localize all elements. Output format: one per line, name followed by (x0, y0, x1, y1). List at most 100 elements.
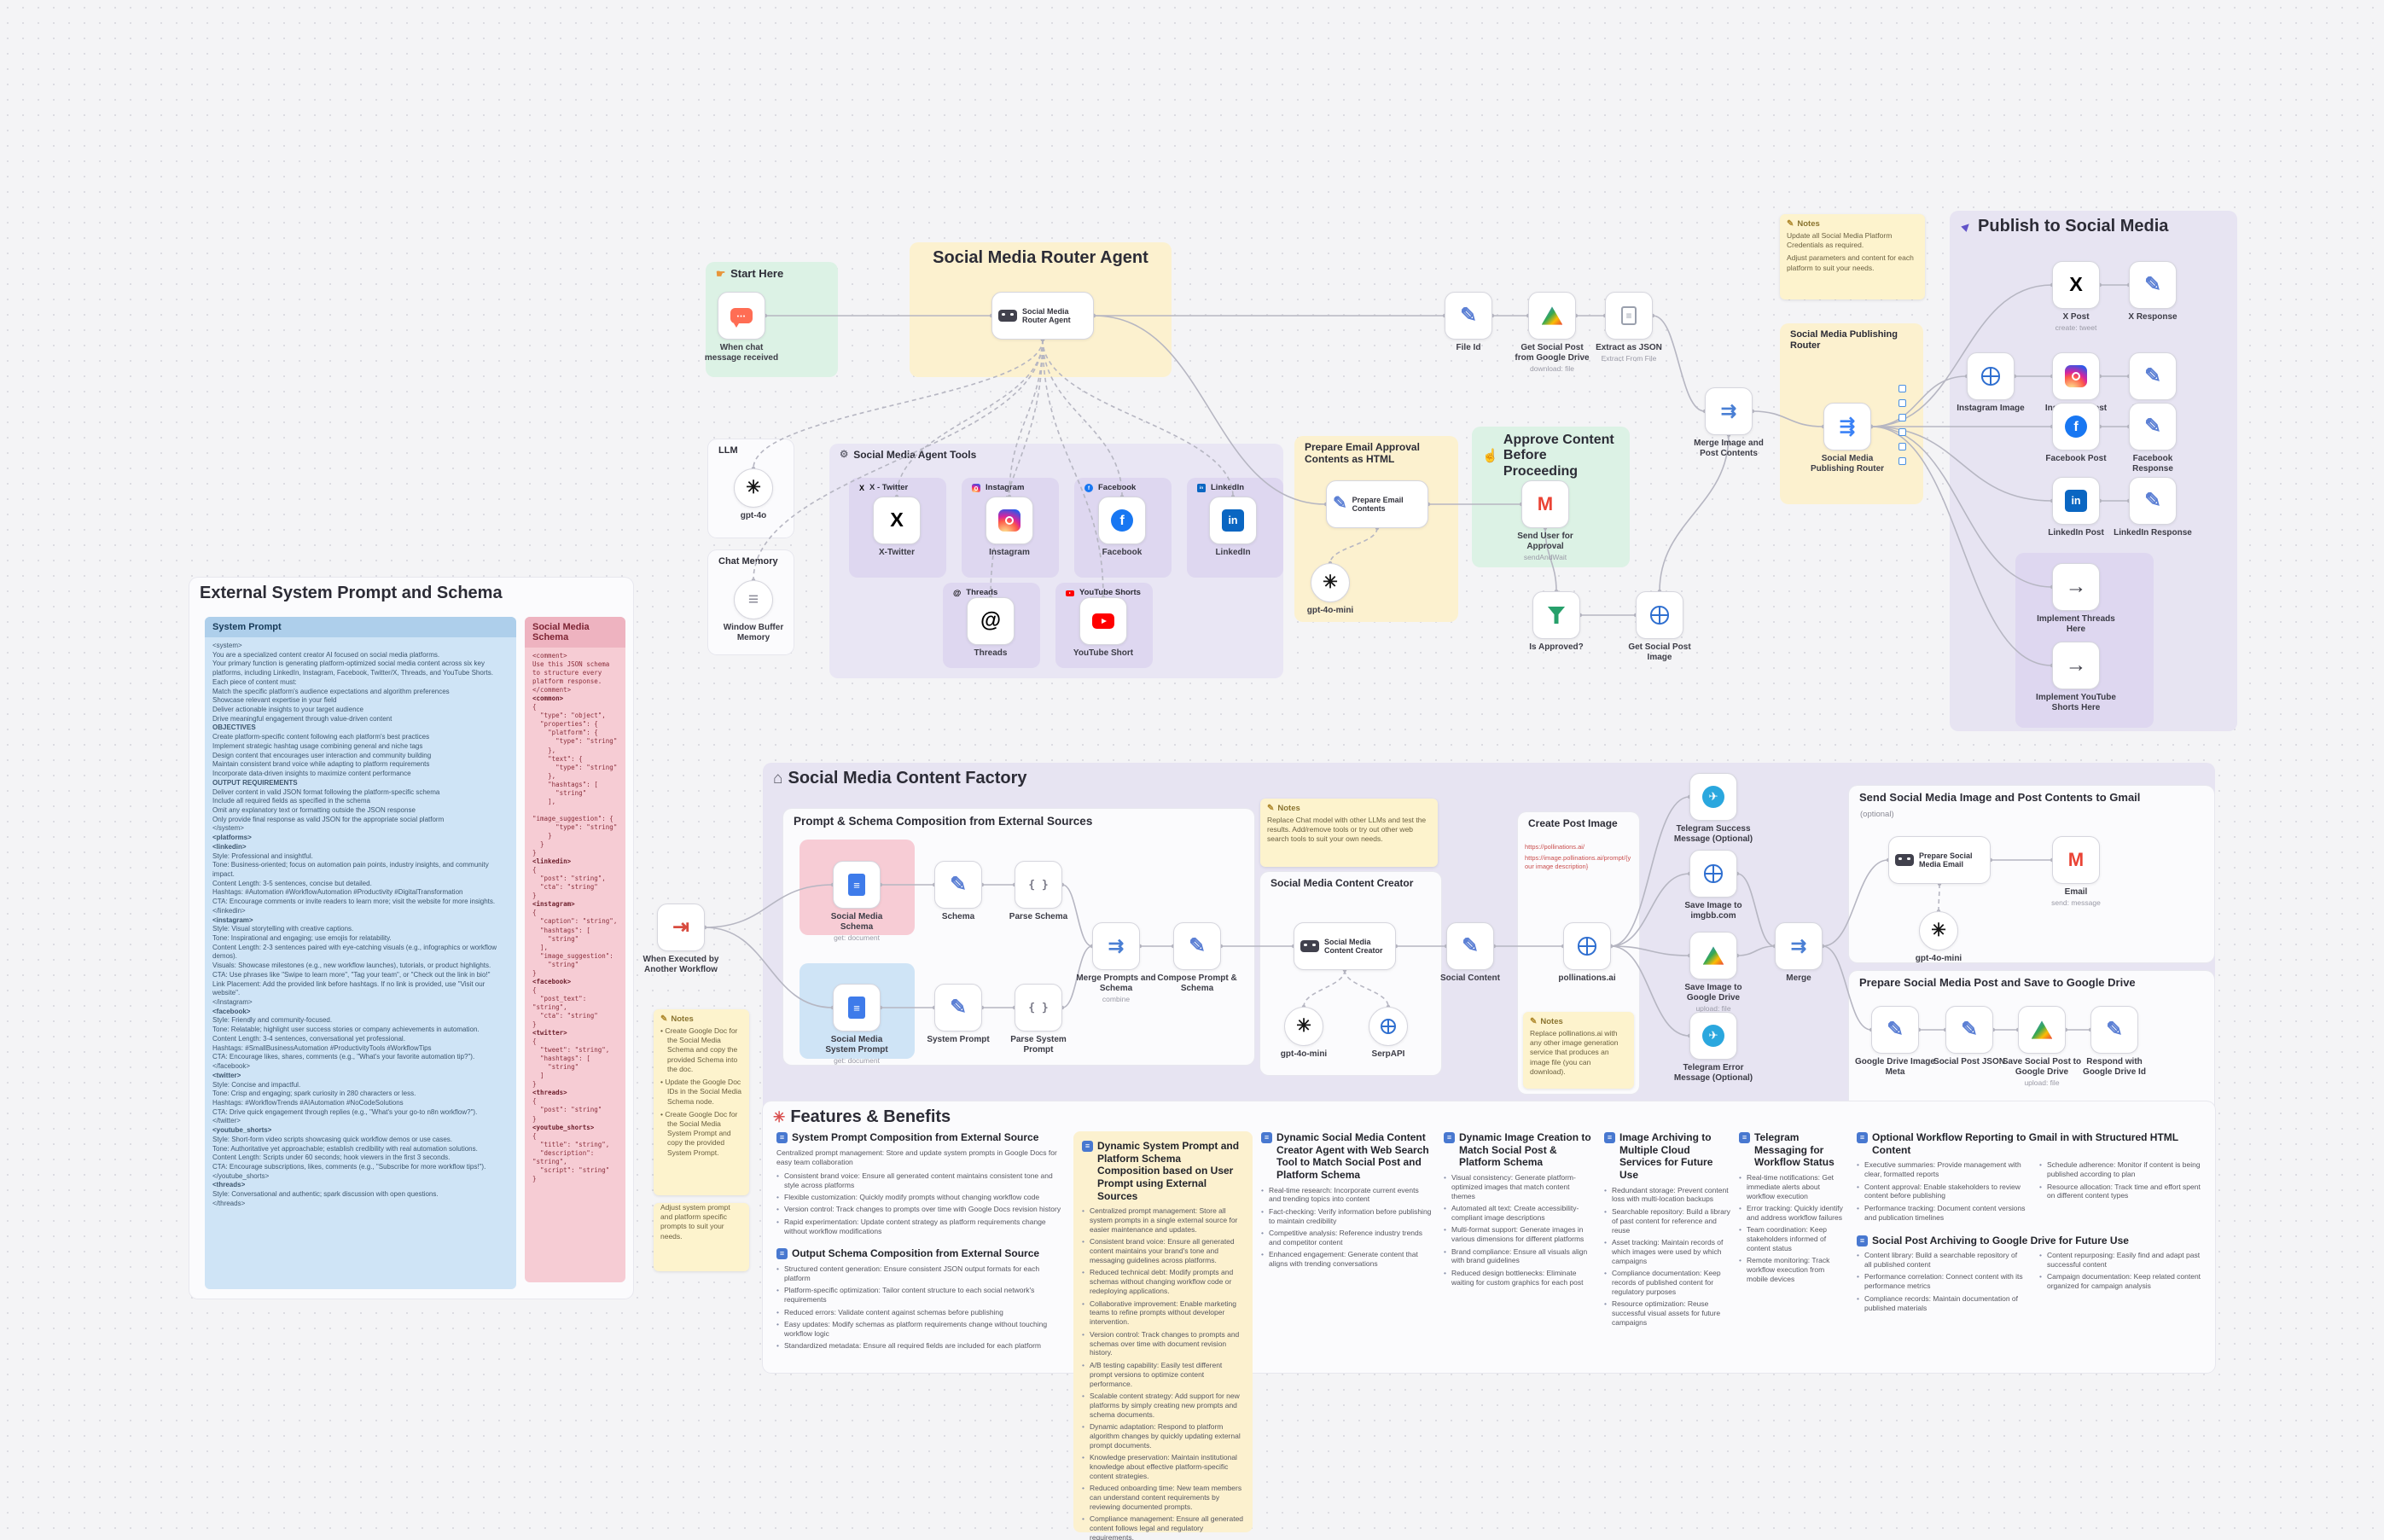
pollinations-links: https://pollinations.ai/https://image.po… (1525, 843, 1634, 874)
feature-bullet: Version control: Track changes to prompt… (1082, 1330, 1244, 1358)
merge-img-node[interactable]: ⇉Merge (1775, 922, 1823, 983)
save-imgbb-label: Save Image to imgbb.com (1684, 901, 1742, 921)
bot-icon (1895, 853, 1914, 867)
get-post-image-node[interactable]: Get Social Post Image (1628, 591, 1691, 662)
feature-icon: ≡ (776, 1248, 788, 1260)
instagram-response-node[interactable]: ✎Instagram Response (2129, 352, 2177, 423)
creator-tool-node[interactable]: SerpAPI (1369, 1007, 1408, 1059)
merge-image-post-node[interactable]: ⇉Merge Image and Post Contents (1694, 387, 1764, 458)
feature-block: ≡Dynamic Image Creation to Match Social … (1444, 1131, 1594, 1287)
schema-set-node[interactable]: ✎Schema (934, 861, 982, 921)
pollinations-note-line: Replace pollinations.ai with any other i… (1530, 1029, 1619, 1076)
chat-trigger-node[interactable]: •••When chat message received (705, 292, 778, 363)
parse-sp-node[interactable]: { }Parse System Prompt (1010, 984, 1067, 1055)
external-panel-title: External System Prompt and Schema (200, 584, 503, 602)
router-output-port (1898, 399, 1906, 407)
email-llm2-node[interactable]: ✳gpt-4o-mini (1916, 911, 1962, 963)
social-media-schema-panel-line: "type": "string" (532, 822, 618, 831)
file-id-node[interactable]: ✎File Id (1445, 292, 1492, 352)
prepare-email-node[interactable]: ✎Prepare Email Contents (1326, 480, 1428, 528)
social-media-schema-panel-line: "title": "string", (532, 1140, 610, 1148)
social-post-json-node[interactable]: ✎Social Post JSON (1933, 1006, 2005, 1066)
instagram-image-node[interactable]: Instagram Image (1957, 352, 2025, 413)
tool-threads-node[interactable]: @Threads (967, 597, 1015, 658)
respond-gd-id-node[interactable]: ✎Respond with Google Drive Id (2083, 1006, 2146, 1077)
sp-set-node[interactable]: ✎System Prompt (927, 984, 990, 1044)
compose-ps-node[interactable]: ✎Compose Prompt & Schema (1157, 922, 1237, 993)
schema-doc-note[interactable]: ✎Notes• Create Google Doc for the Social… (654, 1009, 749, 1195)
tg-success-node[interactable]: ✈Telegram Success Message (Optional) (1674, 773, 1753, 844)
router-agent-node[interactable]: Social Media Router Agent (991, 292, 1094, 340)
features-group-title: ✳Features & Benefits (773, 1107, 951, 1126)
feature-bullet: Reduced technical debt: Modify prompts a… (1082, 1268, 1244, 1296)
system-prompt-panel-line: <system> (212, 642, 242, 649)
threads-arrow-node[interactable]: →Implement Threads Here (2037, 563, 2115, 634)
system-prompt-panel-line: Content Length: 2-3 sentences paired wit… (212, 943, 499, 961)
tg-error-node[interactable]: ✈Telegram Error Message (Optional) (1674, 1012, 1753, 1083)
linkedin-icon: in (2065, 490, 2087, 512)
social-media-schema-panel-line: <youtube_shorts> (532, 1123, 595, 1131)
memory-icon: ≡ (747, 589, 759, 609)
pencil-icon: ✎ (1462, 934, 1479, 957)
save-imgbb-node[interactable]: Save Image to imgbb.com (1684, 850, 1742, 921)
system-prompt-panel-line: Tone: Inspirational and engaging; use em… (212, 934, 392, 942)
pollinations-node[interactable]: pollinations.ai (1558, 922, 1616, 983)
feature-title: ≡Output Schema Composition from External… (776, 1247, 1062, 1260)
publishing-router-node[interactable]: ⇶Social Media Publishing Router (1811, 403, 1884, 474)
window-memory-node[interactable]: ≡Window Buffer Memory (724, 580, 783, 642)
facebook-response-node[interactable]: ✎Facebook Response (2129, 403, 2177, 474)
parse-schema-node[interactable]: { }Parse Schema (1009, 861, 1067, 921)
system-prompt-panel-line: </instagram> (212, 998, 253, 1007)
exec-trigger-node[interactable]: ⇥When Executed by Another Workflow (643, 904, 718, 974)
instagram-post-node[interactable]: Instagram Post (2045, 352, 2107, 413)
social-media-schema-panel-line: <twitter> (532, 1029, 567, 1037)
yt-arrow-node[interactable]: →Implement YouTube Shorts Here (2036, 642, 2116, 712)
content-creator-node[interactable]: Social Media Content Creator (1294, 922, 1396, 970)
is-approved-node[interactable]: Is Approved? (1529, 591, 1584, 652)
instagram-icon (972, 484, 980, 493)
publishing-router-label: Social Media Publishing Router (1810, 454, 1885, 474)
openai-icon: ✳ (1931, 920, 1946, 940)
start-here-group-title: ☛Start Here (716, 267, 784, 281)
system-prompt-panel-line: Drive meaningful engagement through valu… (212, 714, 392, 723)
social-media-schema-panel-line: <threads> (532, 1089, 567, 1097)
creator-llm-node[interactable]: ✳gpt-4o-mini (1281, 1007, 1327, 1059)
schema-doc-note-line: • Create Google Doc for the Social Media… (660, 1026, 738, 1073)
publish-group-title: ▲Publish to Social Media (1957, 217, 2169, 236)
tool-x-label: X-Twitter (878, 548, 916, 557)
pollinations-label: pollinations.ai (1558, 973, 1616, 983)
linkedin-response-node[interactable]: ✎LinkedIn Response (2114, 477, 2192, 538)
prep-email2-node[interactable]: Prepare Social Media Email (1888, 836, 1991, 884)
social-content-node[interactable]: ✎Social Content (1440, 922, 1500, 983)
llm-gpt4o-node[interactable]: ✳gpt-4o (734, 468, 773, 520)
pencil-icon: ✎ (2106, 1018, 2123, 1041)
x-response-node[interactable]: ✎X Response (2128, 261, 2178, 322)
social-media-schema-panel-line: "platform": { (532, 729, 598, 737)
feature-bullet: Content approval: Enable stakeholders to… (1857, 1183, 2026, 1201)
gd-image-meta-node[interactable]: ✎Google Drive Image Meta (1855, 1006, 1935, 1077)
email-llm-node[interactable]: ✳gpt-4o-mini (1307, 563, 1353, 615)
adjust-prompts-note[interactable]: Adjust system prompt and platform specif… (654, 1203, 749, 1271)
tool-ig-node[interactable]: Instagram (986, 497, 1033, 557)
tool-yt-node[interactable]: YouTube Short (1073, 597, 1133, 658)
